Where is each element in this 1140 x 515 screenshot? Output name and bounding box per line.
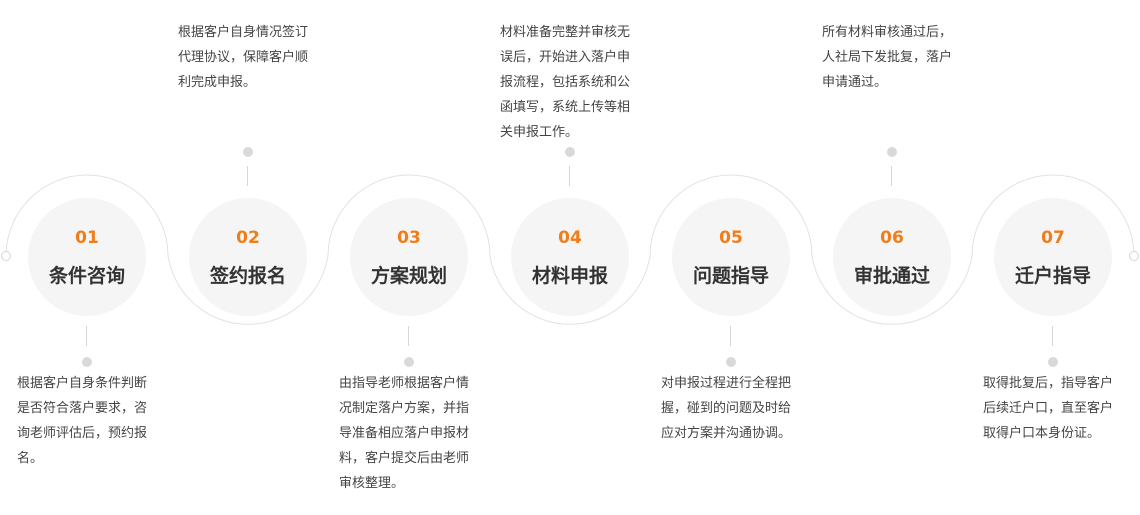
desc-line: 代理协议，保障客户顺 — [178, 50, 309, 65]
step-05-circle: 05 问题指导 — [672, 198, 790, 316]
desc-line: 审核整理。 — [339, 476, 405, 491]
step-01-circle: 01 条件咨询 — [28, 198, 146, 316]
desc-line: 人社局下发批复，落户 — [822, 50, 953, 65]
step-07-circle: 07 迁户指导 — [994, 198, 1112, 316]
step-number: 04 — [558, 228, 582, 248]
connector-line — [891, 166, 892, 186]
connector-line — [408, 326, 409, 346]
desc-line: 报流程，包括系统和公 — [500, 75, 631, 90]
step-02-circle: 02 签约报名 — [189, 198, 307, 316]
desc-line: 材料准备完整并审核无 — [500, 25, 631, 40]
step-07-description: 取得批复后，指导客户 后续迁户口，直至客户 取得户口本身份证。 — [983, 371, 1131, 446]
step-number: 06 — [880, 228, 904, 248]
step-06-description: 所有材料审核通过后， 人社局下发批复，落户 申请通过。 — [822, 20, 970, 95]
step-title: 签约报名 — [209, 265, 286, 287]
desc-line: 利完成申报。 — [178, 75, 257, 90]
desc-line: 关申报工作。 — [500, 125, 579, 140]
desc-line: 根据客户自身条件判断 — [17, 376, 148, 391]
desc-line: 取得批复后，指导客户 — [983, 376, 1114, 391]
connector-line — [730, 326, 731, 346]
desc-line: 根据客户自身情况签订 — [178, 25, 309, 40]
connector-arc-03 — [327, 174, 491, 257]
step-number: 07 — [1041, 228, 1065, 248]
desc-line: 料，客户提交后由老师 — [339, 451, 470, 466]
step-02-description: 根据客户自身情况签订 代理协议，保障客户顺 利完成申报。 — [178, 20, 326, 95]
connector-dot — [404, 357, 414, 367]
connector-arc-02 — [167, 255, 329, 325]
step-number: 02 — [236, 228, 260, 248]
desc-line: 况制定落户方案，并指 — [339, 401, 470, 416]
connector-arc-07 — [971, 174, 1135, 257]
connector-line — [569, 166, 570, 186]
desc-line: 对申报过程进行全程把 — [661, 376, 792, 391]
connector-arc-04 — [489, 255, 651, 325]
desc-line: 取得户口本身份证。 — [983, 426, 1101, 441]
connector-line — [1052, 326, 1053, 346]
desc-line: 误后，开始进入落户申 — [500, 50, 631, 65]
step-number: 01 — [75, 228, 99, 248]
step-title: 方案规划 — [370, 265, 447, 287]
desc-line: 握，碰到的问题及时给 — [661, 401, 792, 416]
step-04-description: 材料准备完整并审核无 误后，开始进入落户申 报流程，包括系统和公 函填写，系统上… — [500, 20, 648, 145]
step-01-description: 根据客户自身条件判断 是否符合落户要求，咨 询老师评估后，预约报 名。 — [17, 371, 165, 471]
step-04-circle: 04 材料申报 — [511, 198, 629, 316]
desc-line: 由指导老师根据客户情 — [339, 376, 470, 391]
connector-dot — [726, 357, 736, 367]
step-03-circle: 03 方案规划 — [350, 198, 468, 316]
desc-line: 后续迁户口，直至客户 — [983, 401, 1114, 416]
step-title: 审批通过 — [853, 265, 930, 287]
start-cap — [1, 251, 11, 261]
connector-line — [247, 166, 248, 186]
connector-arc-05 — [649, 174, 813, 257]
desc-line: 应对方案并沟通协调。 — [661, 426, 792, 441]
step-title: 问题指导 — [692, 265, 769, 287]
step-06-circle: 06 审批通过 — [833, 198, 951, 316]
desc-line: 函填写，系统上传等相 — [500, 100, 631, 115]
connector-dot — [243, 147, 253, 157]
connector-dot — [565, 147, 575, 157]
end-cap — [1129, 251, 1139, 261]
step-05-description: 对申报过程进行全程把 握，碰到的问题及时给 应对方案并沟通协调。 — [661, 371, 809, 446]
desc-line: 名。 — [17, 451, 44, 466]
step-03-description: 由指导老师根据客户情 况制定落户方案，并指 导准备相应落户申报材 料，客户提交后… — [339, 371, 487, 496]
connector-arc-06 — [811, 255, 973, 325]
connector-dot — [82, 357, 92, 367]
desc-line: 导准备相应落户申报材 — [339, 426, 470, 441]
step-number: 05 — [719, 228, 743, 248]
step-title: 迁户指导 — [1014, 265, 1091, 287]
desc-line: 申请通过。 — [822, 75, 888, 90]
connector-dot — [1048, 357, 1058, 367]
connector-dot — [887, 147, 897, 157]
desc-line: 所有材料审核通过后， — [822, 25, 953, 40]
step-title: 材料申报 — [531, 265, 608, 287]
step-number: 03 — [397, 228, 421, 248]
desc-line: 询老师评估后，预约报 — [17, 426, 148, 441]
desc-line: 是否符合落户要求，咨 — [17, 401, 148, 416]
step-title: 条件咨询 — [48, 265, 125, 287]
connector-line — [86, 326, 87, 346]
connector-arc-01 — [5, 174, 169, 257]
